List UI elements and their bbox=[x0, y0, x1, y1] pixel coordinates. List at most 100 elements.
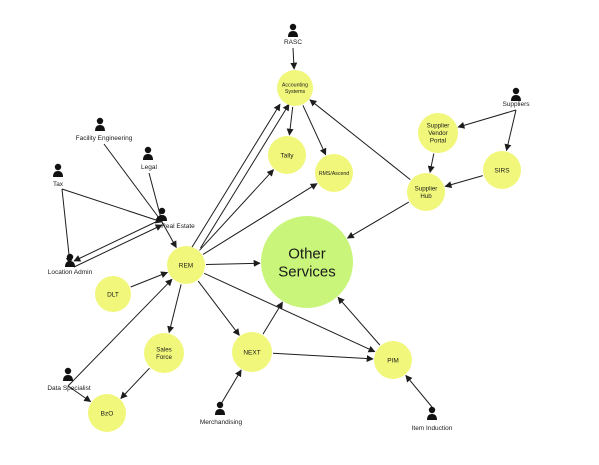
actor-dataspec: Data Specialist bbox=[47, 367, 91, 392]
node-label: Systems bbox=[285, 89, 306, 95]
edge-vendor_portal-to-supplier_hub bbox=[427, 153, 435, 174]
person-icon bbox=[511, 87, 521, 101]
edge-supplier_hub-to-other bbox=[346, 201, 410, 239]
node-label: BzO bbox=[101, 410, 114, 417]
edge-facility-to-realestate bbox=[103, 143, 163, 223]
actor-realestate: Real Estate bbox=[157, 207, 195, 230]
node-rem[interactable]: REM bbox=[167, 246, 205, 284]
person-icon bbox=[63, 367, 73, 381]
edge-rem-to-accounting bbox=[200, 103, 290, 249]
edge-next-to-pim bbox=[272, 352, 374, 363]
actor-merch: Merchandising bbox=[200, 401, 243, 426]
node-label: Accounting bbox=[282, 83, 308, 89]
actor-tax: Tax bbox=[53, 163, 64, 188]
node-label: Hub bbox=[420, 193, 432, 200]
edge-rem-to-pim bbox=[203, 272, 376, 353]
node-pim[interactable]: PIM bbox=[374, 341, 412, 379]
edge-rem-to-other bbox=[205, 259, 261, 267]
edge-accounting-to-tally bbox=[286, 106, 294, 136]
edge-iteminduction-to-pim bbox=[405, 374, 433, 408]
node-label: Supplier bbox=[415, 185, 438, 192]
node-circle[interactable] bbox=[261, 216, 353, 308]
person-icon bbox=[288, 23, 298, 37]
node-bzo[interactable]: BzO bbox=[88, 394, 126, 432]
node-circle[interactable] bbox=[315, 154, 353, 192]
actor-legal: Legal bbox=[141, 146, 158, 171]
actor-iteminduction: Item Induction bbox=[412, 406, 453, 432]
node-circle[interactable] bbox=[418, 113, 458, 153]
edge-supplier_hub-to-accounting bbox=[309, 99, 411, 180]
node-label: Portal bbox=[430, 138, 446, 145]
node-circle[interactable] bbox=[483, 151, 521, 189]
node-tally[interactable]: Tally bbox=[268, 136, 306, 174]
node-label: Other bbox=[288, 245, 326, 262]
node-label: Sales bbox=[156, 346, 171, 353]
edge-rem-to-next bbox=[197, 280, 240, 336]
edge-locadmin-to-realestate bbox=[73, 224, 163, 268]
node-label: Tally bbox=[280, 152, 294, 159]
node-circle[interactable] bbox=[374, 341, 412, 379]
person-icon bbox=[157, 207, 167, 221]
actor-label: Location Admin bbox=[48, 269, 93, 276]
edge-sirs-to-supplier_hub bbox=[444, 175, 483, 189]
node-sirs[interactable]: SIRS bbox=[483, 151, 521, 189]
node-label: Supplier bbox=[427, 123, 450, 130]
node-circle[interactable] bbox=[95, 276, 131, 312]
node-circle[interactable] bbox=[88, 394, 126, 432]
actor-label: Suppliers bbox=[502, 101, 530, 108]
edge-dataspec-to-rem bbox=[67, 278, 173, 387]
node-circle[interactable] bbox=[277, 70, 313, 106]
node-label: REM bbox=[179, 262, 193, 269]
edge-tax-to-realestate bbox=[61, 188, 163, 224]
node-label: SIRS bbox=[494, 167, 510, 174]
node-circle[interactable] bbox=[167, 246, 205, 284]
edge-pim-to-other bbox=[337, 296, 381, 346]
actor-label: Facility Engineering bbox=[76, 135, 133, 142]
edge-dataspec-to-bzo bbox=[67, 385, 92, 403]
actor-label: Item Induction bbox=[412, 425, 453, 432]
node-label: NEXT bbox=[243, 349, 260, 356]
edge-next-to-other bbox=[262, 301, 283, 335]
edges-layer bbox=[61, 47, 517, 408]
edge-rem-to-tally bbox=[199, 169, 274, 251]
node-circle[interactable] bbox=[268, 136, 306, 174]
edge-tax-to-locadmin bbox=[61, 188, 73, 265]
person-icon bbox=[53, 163, 63, 177]
node-circle[interactable] bbox=[407, 173, 445, 211]
edge-rem-to-accounting bbox=[191, 103, 281, 249]
node-label: Vendor bbox=[428, 130, 448, 137]
node-circle[interactable] bbox=[144, 333, 184, 373]
person-icon bbox=[427, 406, 437, 420]
person-icon bbox=[65, 253, 75, 267]
edge-suppliers-to-sirs bbox=[504, 109, 517, 152]
edge-merch-to-next bbox=[220, 369, 242, 405]
actor-rasc: RASC bbox=[284, 23, 302, 46]
person-icon bbox=[215, 401, 225, 415]
actor-label: Tax bbox=[53, 181, 64, 188]
node-next[interactable]: NEXT bbox=[232, 332, 272, 372]
node-label: DLT bbox=[107, 291, 119, 298]
node-label: RMS/Ascend bbox=[319, 171, 349, 177]
edge-rem-to-salesforce bbox=[167, 284, 182, 334]
actor-label: RASC bbox=[284, 39, 302, 46]
node-label: Services bbox=[278, 263, 336, 280]
node-dlt[interactable]: DLT bbox=[95, 276, 131, 312]
node-rms[interactable]: RMS/Ascend bbox=[315, 154, 353, 192]
actor-label: Merchandising bbox=[200, 419, 243, 426]
node-label: Force bbox=[156, 354, 172, 361]
node-label: PIM bbox=[387, 357, 399, 364]
actor-label: Legal bbox=[141, 164, 157, 171]
edge-rem-to-rms bbox=[202, 183, 318, 255]
actor-label: Data Specialist bbox=[47, 385, 91, 392]
node-circle[interactable] bbox=[232, 332, 272, 372]
edge-suppliers-to-vendor_portal bbox=[457, 109, 517, 129]
person-icon bbox=[143, 146, 153, 160]
